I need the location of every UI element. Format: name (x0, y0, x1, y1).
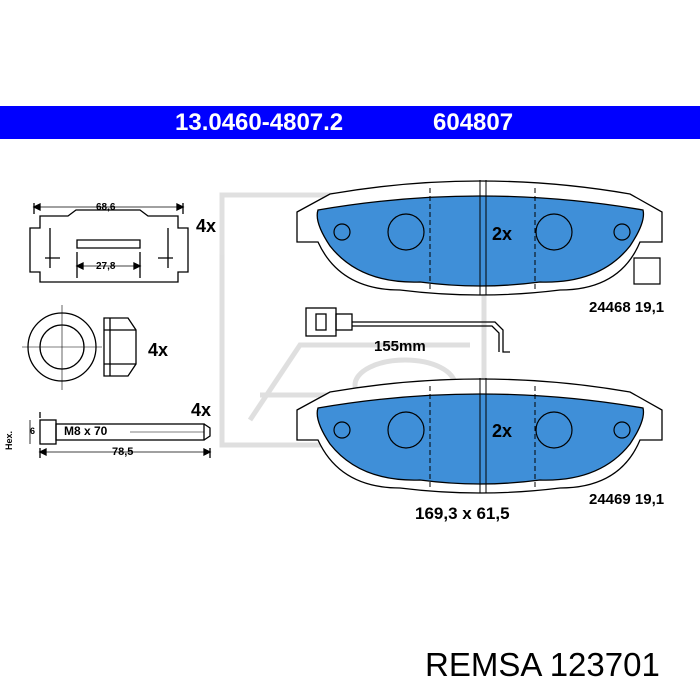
part-number: 13.0460-4807.2 (175, 109, 344, 136)
clip-quantity: 4x (196, 216, 217, 236)
bolt-size: M8 x 70 (64, 424, 108, 438)
upper-pad-code: 24468 19,1 (589, 299, 665, 316)
lower-pad-quantity: 2x (492, 421, 513, 441)
hex-size: 6 (30, 426, 36, 436)
guide-bolt-drawing (29, 412, 212, 458)
header-band (0, 106, 700, 139)
hex-label: Hex. (4, 430, 14, 450)
lower-pad-code: 24469 19,1 (589, 491, 665, 508)
pad-dimensions: 169,3 x 61,5 (415, 504, 510, 523)
wear-sensor-drawing (305, 307, 510, 353)
upper-pad-quantity: 2x (492, 224, 513, 244)
bushing-drawing (22, 305, 137, 390)
clip-width-dimension: 68,6 (96, 202, 116, 213)
sensor-length: 155mm (374, 338, 426, 355)
reference-number: 604807 (433, 109, 514, 136)
bolt-length: 78,5 (112, 446, 134, 458)
clip-inner-dimension: 27,8 (96, 261, 116, 272)
bushing-quantity: 4x (148, 340, 169, 360)
brake-pad-lower-drawing (296, 378, 663, 494)
bolt-quantity: 4x (191, 400, 212, 420)
brake-pad-upper-drawing (296, 180, 663, 296)
footer-brand: REMSA 123701 (425, 646, 660, 683)
pad-clip-drawing (29, 202, 189, 283)
